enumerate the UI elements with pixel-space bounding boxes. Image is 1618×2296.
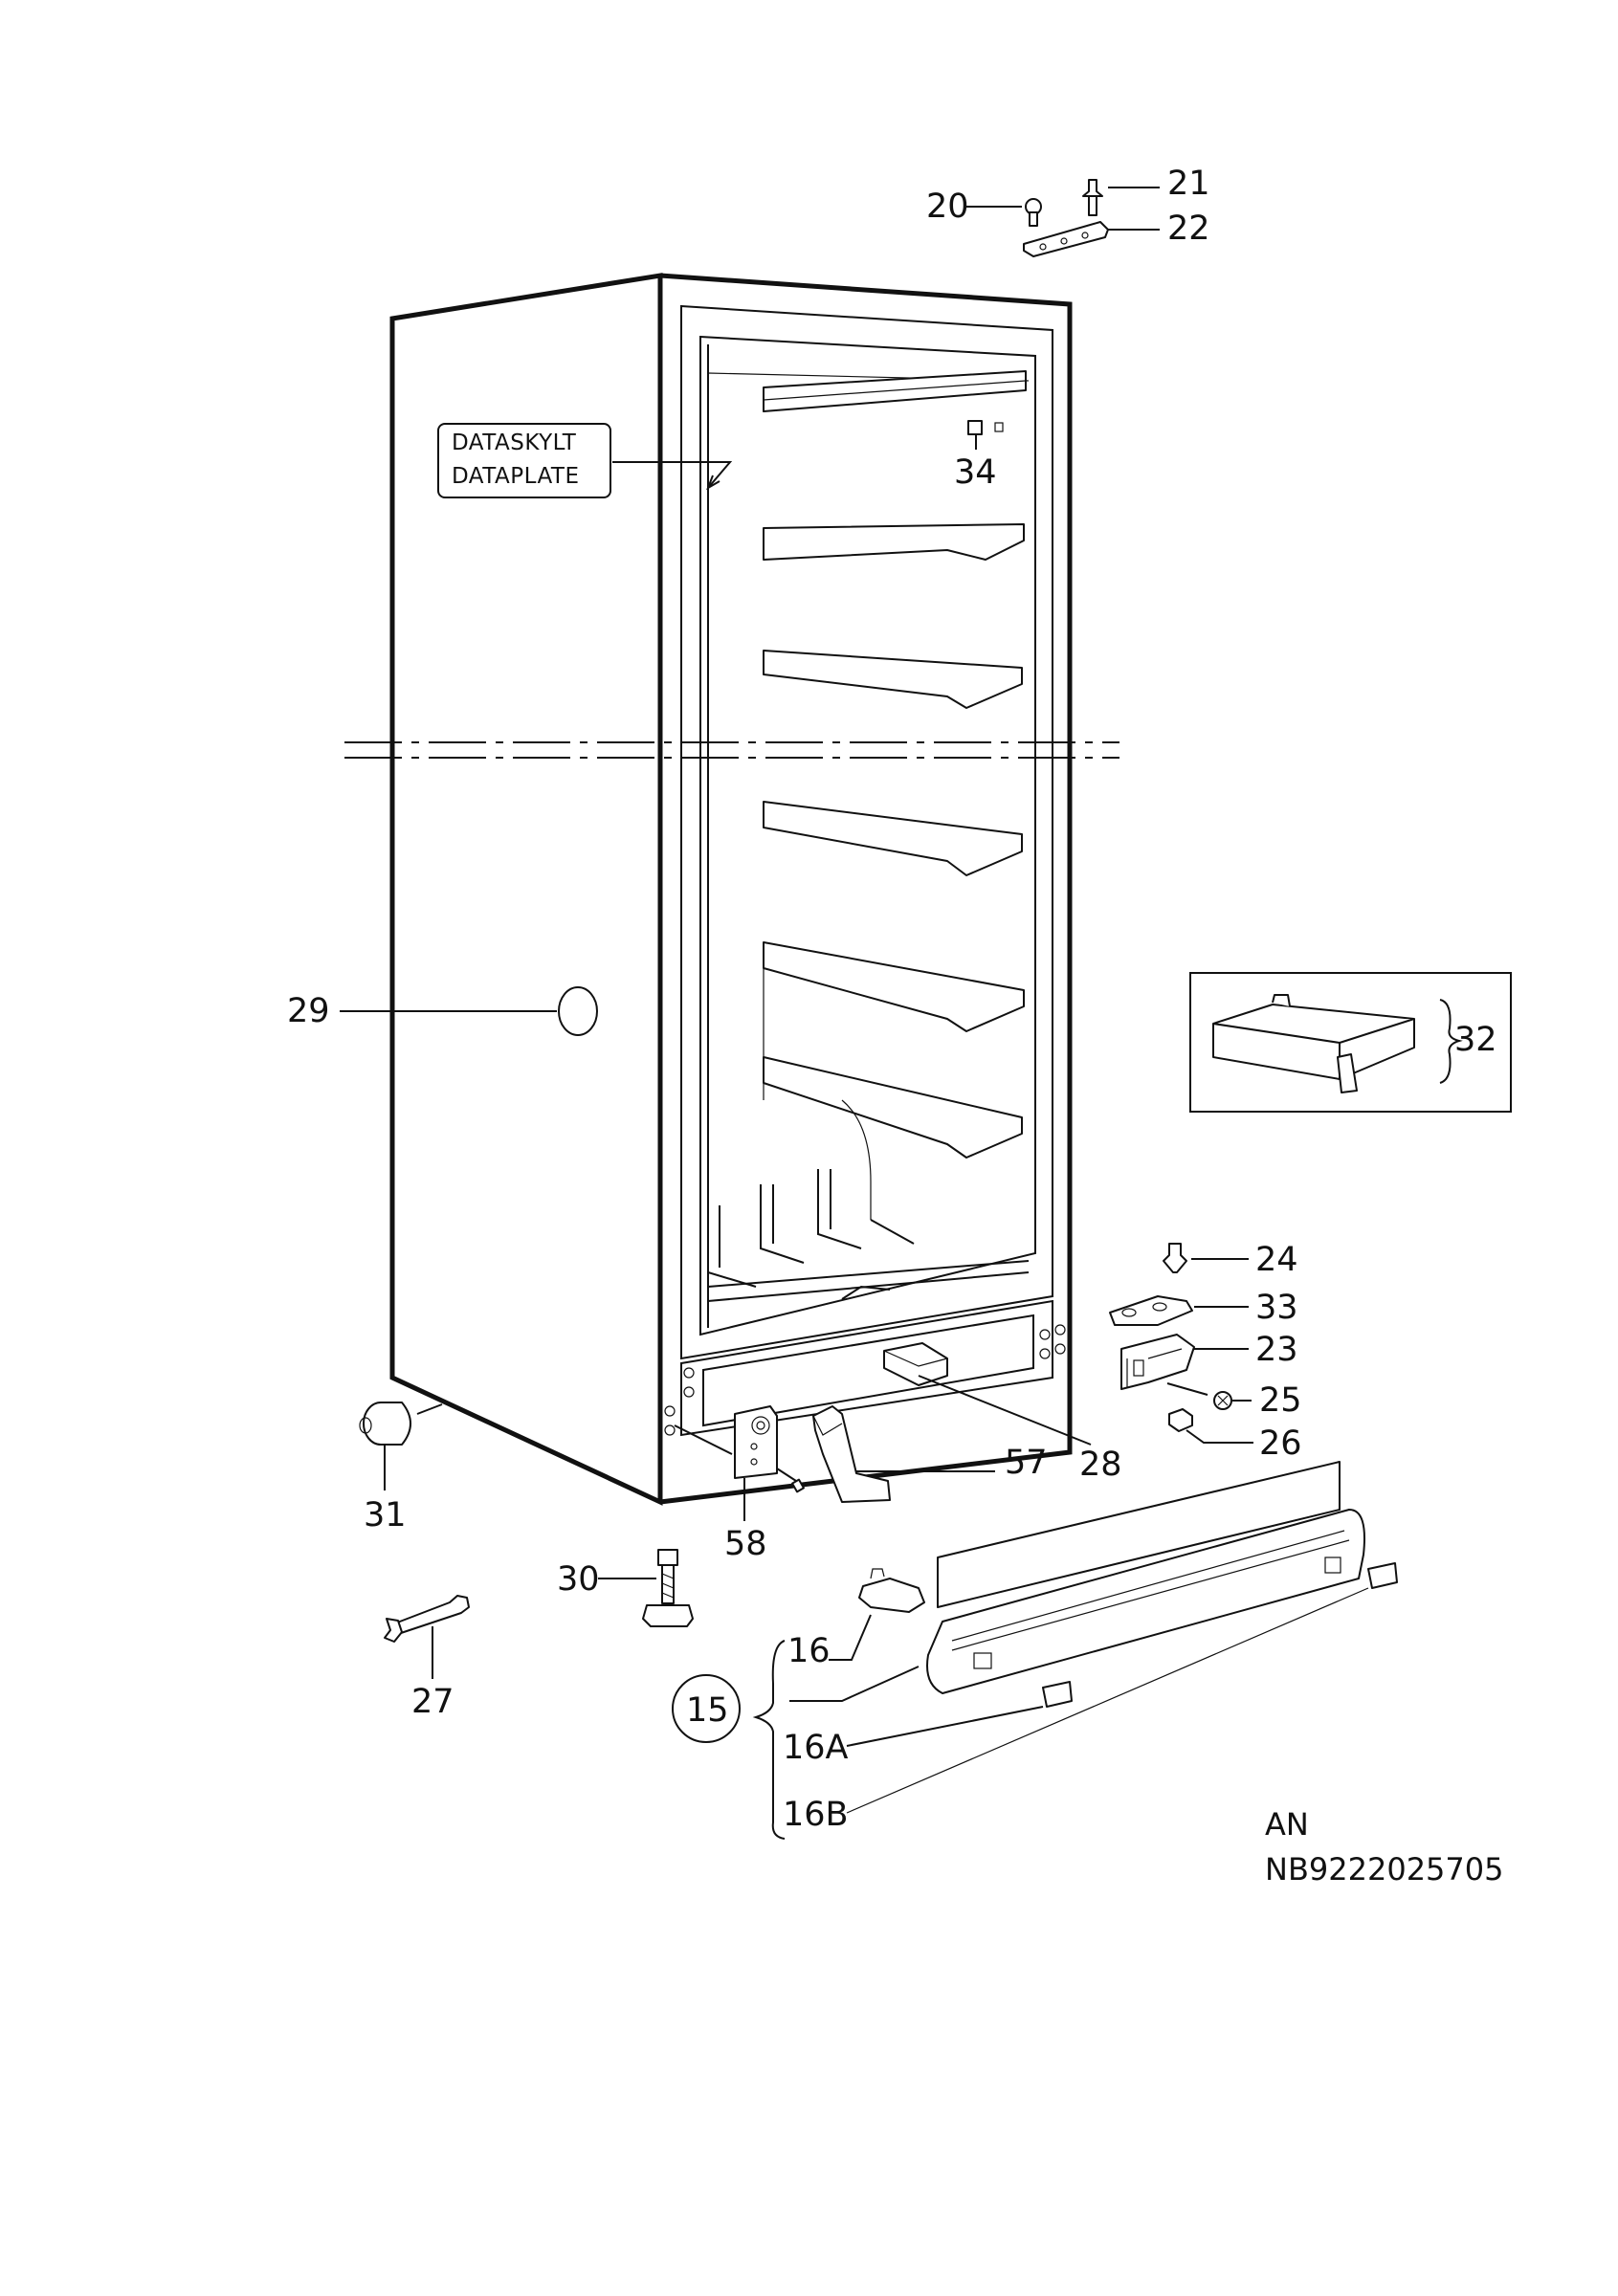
lower-hinge-parts <box>1109 1243 1253 1444</box>
nameplate: DATASKYLT DATAPLATE <box>437 423 733 498</box>
part-labels: 20 21 22 34 29 32 24 33 23 25 26 28 57 3… <box>287 165 1497 1834</box>
label-20: 20 <box>926 188 969 226</box>
fixture-34 <box>967 420 1004 450</box>
label-25: 25 <box>1259 1381 1302 1420</box>
label-16: 16 <box>787 1632 831 1670</box>
plinth-assembly <box>672 1461 1398 1840</box>
label-29: 29 <box>287 992 330 1030</box>
nameplate-line2: DATAPLATE <box>452 464 580 489</box>
footer-lang: AN <box>1265 1806 1309 1843</box>
label-33: 33 <box>1255 1289 1298 1327</box>
part-30 <box>598 1549 694 1627</box>
shelf-rails <box>763 370 1027 1220</box>
parts-57-58 <box>674 1405 995 1521</box>
label-24: 24 <box>1255 1241 1298 1279</box>
label-28: 28 <box>1079 1446 1122 1484</box>
part-32 <box>1189 972 1512 1113</box>
label-23: 23 <box>1255 1331 1298 1369</box>
label-30: 30 <box>557 1560 600 1599</box>
label-26: 26 <box>1259 1424 1302 1463</box>
part-28 <box>883 1342 1092 1446</box>
label-16b: 16B <box>783 1796 849 1834</box>
label-16a: 16A <box>783 1729 849 1767</box>
nameplate-line1: DATASKYLT <box>452 430 577 455</box>
part-31 <box>359 1402 443 1490</box>
part-27 <box>384 1595 470 1679</box>
footer-code: NB9222025705 <box>1265 1851 1503 1888</box>
label-32: 32 <box>1454 1021 1497 1059</box>
label-31: 31 <box>364 1496 407 1534</box>
label-27: 27 <box>411 1683 454 1721</box>
label-22: 22 <box>1167 210 1210 248</box>
top-hinge-parts <box>966 179 1160 257</box>
label-58: 58 <box>724 1525 767 1563</box>
bottom-rack <box>707 1169 1030 1302</box>
label-15: 15 <box>686 1691 729 1730</box>
part-29 <box>340 986 598 1036</box>
label-21: 21 <box>1167 165 1210 203</box>
label-34: 34 <box>954 453 997 492</box>
label-57: 57 <box>1005 1444 1048 1482</box>
footer: AN NB9222025705 <box>1265 1806 1503 1888</box>
